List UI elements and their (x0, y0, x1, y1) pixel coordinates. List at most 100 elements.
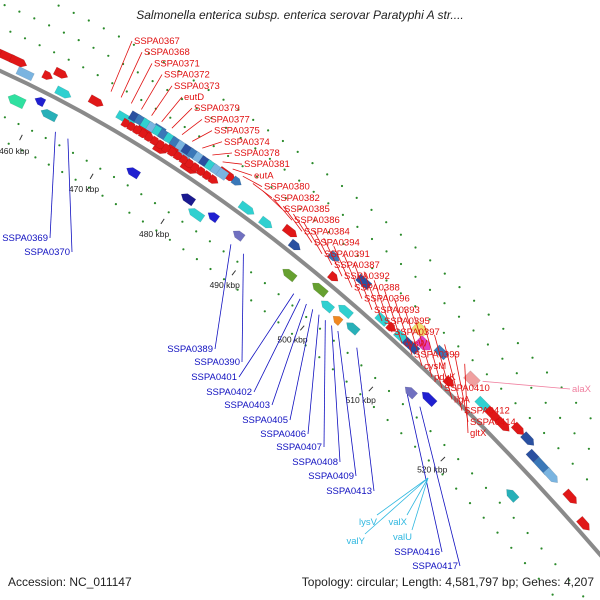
forward-gene[interactable] (287, 238, 303, 253)
reverse-gene[interactable] (280, 266, 298, 283)
forward-gene[interactable] (215, 167, 230, 181)
forward-gene-label[interactable]: SSPA0372 (164, 70, 210, 81)
forward-gene[interactable] (257, 215, 274, 231)
forward-gene-label[interactable]: SSPA0378 (234, 148, 280, 159)
forward-gene-label[interactable]: SSPA0395 (384, 316, 430, 327)
forward-gene[interactable] (237, 200, 257, 218)
forward-gene-label[interactable]: SSPA0371 (154, 58, 200, 69)
forward-gene-label[interactable]: SSPA0374 (224, 137, 270, 148)
forward-gene[interactable] (510, 421, 527, 438)
reverse-gene[interactable] (6, 92, 27, 110)
forward-gene[interactable] (575, 515, 592, 533)
forward-gene[interactable] (230, 175, 244, 188)
forward-gene[interactable] (87, 94, 105, 110)
reverse-gene[interactable] (124, 165, 142, 180)
reverse-gene[interactable] (33, 95, 47, 108)
forward-gene-label[interactable]: gltX (470, 428, 487, 439)
forward-gene-label[interactable]: SSPA0368 (144, 47, 190, 58)
forward-gene[interactable] (374, 311, 390, 328)
forward-gene-label[interactable]: SSPA0375 (214, 126, 260, 137)
reverse-gene-label[interactable]: SSPA0405 (242, 415, 288, 426)
forward-gene-label[interactable]: SSPA0392 (344, 271, 390, 282)
reverse-gene[interactable] (310, 280, 329, 298)
forward-gene-label[interactable]: cysM (424, 361, 446, 372)
forward-gene-label[interactable]: SSPA0384 (304, 226, 350, 237)
forward-gene-label[interactable]: eutD (184, 92, 204, 103)
forward-gene-label[interactable]: pdxK (434, 372, 456, 383)
reverse-gene-label[interactable]: SSPA0417 (412, 561, 458, 572)
forward-gene-label[interactable]: SSPA0387 (334, 260, 380, 271)
forward-gene[interactable] (442, 375, 457, 389)
reverse-gene[interactable] (336, 302, 354, 320)
reverse-gene-label[interactable]: SSPA0416 (394, 547, 440, 558)
reverse-gene[interactable] (39, 107, 59, 123)
forward-gene-label[interactable]: SSPA0382 (274, 193, 320, 204)
forward-gene-label[interactable]: SSPA0393 (374, 305, 420, 316)
forward-gene-label[interactable]: SSPA0391 (324, 249, 370, 260)
reverse-gene-label[interactable]: SSPA0389 (167, 344, 213, 355)
forward-gene[interactable] (433, 344, 450, 361)
forward-gene[interactable] (414, 335, 434, 353)
forward-gene-label[interactable]: SSPA0373 (174, 81, 220, 92)
reverse-gene-label[interactable]: SSPA0401 (191, 372, 237, 383)
forward-gene[interactable] (562, 488, 580, 507)
forward-gene[interactable] (52, 66, 70, 81)
reverse-gene-label[interactable]: SSPA0402 (206, 387, 252, 398)
reverse-gene[interactable] (344, 320, 361, 336)
reverse-gene[interactable] (330, 313, 344, 327)
forward-gene-label[interactable]: SSPA0397 (394, 327, 440, 338)
reverse-gene-label[interactable]: SSPA0369 (2, 233, 48, 244)
reverse-gene-label[interactable]: SSPA0408 (292, 457, 338, 468)
forward-gene-label[interactable]: cysW (404, 338, 427, 349)
reverse-gene[interactable] (231, 228, 246, 242)
reverse-gene-label[interactable]: SSPA0403 (224, 400, 270, 411)
forward-gene-label[interactable]: SSPA0381 (244, 159, 290, 170)
trna-gene-label[interactable]: lysV (359, 517, 378, 528)
reverse-gene[interactable] (319, 298, 336, 314)
forward-gene-label[interactable]: SSPA0385 (284, 204, 330, 215)
forward-gene-label[interactable]: SSPA0388 (354, 282, 400, 293)
forward-gene-label[interactable]: ligA (454, 394, 471, 405)
reverse-gene[interactable] (179, 191, 197, 207)
forward-gene-label[interactable]: SSPA0379 (194, 103, 240, 114)
forward-gene-label[interactable]: SSPA0396 (364, 294, 410, 305)
trna-gene-label[interactable]: valY (347, 536, 366, 547)
trna-gene-label[interactable]: valU (393, 532, 412, 543)
forward-gene[interactable] (8, 54, 29, 69)
reverse-gene[interactable] (186, 205, 206, 223)
reverse-gene-label[interactable]: SSPA0407 (276, 442, 322, 453)
forward-gene[interactable] (326, 270, 340, 284)
forward-gene[interactable] (542, 467, 561, 485)
forward-gene-label[interactable]: SSPA0399 (414, 350, 460, 361)
forward-gene-label[interactable]: SSPA0410 (444, 383, 490, 394)
reverse-gene-label[interactable]: SSPA0370 (24, 247, 70, 258)
reverse-gene-label[interactable]: SSPA0390 (194, 357, 240, 368)
forward-gene[interactable] (41, 69, 55, 82)
forward-gene-label[interactable]: SSPA0380 (264, 182, 310, 193)
trna-gene-label[interactable]: valX (389, 517, 408, 528)
reverse-gene[interactable] (504, 487, 520, 503)
forward-gene-label[interactable]: SSPA0414 (470, 417, 516, 428)
reverse-gene-label[interactable]: SSPA0409 (308, 471, 354, 482)
forward-gene-label[interactable]: eutA (254, 170, 274, 181)
pseudo-gene[interactable] (463, 370, 481, 389)
reverse-gene[interactable] (402, 384, 419, 400)
forward-gene[interactable] (281, 223, 299, 240)
forward-gene-label[interactable]: SSPA0412 (464, 406, 510, 417)
forward-gene[interactable] (494, 416, 512, 434)
reverse-gene-label[interactable]: SSPA0406 (260, 429, 306, 440)
forward-gene-label[interactable]: SSPA0394 (314, 238, 360, 249)
forward-gene[interactable] (54, 85, 73, 101)
forward-gene[interactable] (525, 448, 540, 463)
forward-gene-label[interactable]: SSPA0386 (294, 215, 340, 226)
forward-gene[interactable] (520, 431, 536, 449)
forward-gene[interactable] (15, 66, 35, 82)
pseudo-gene-label[interactable]: alaX (572, 384, 592, 395)
forward-gene-label[interactable]: SSPA0377 (204, 114, 250, 125)
forward-gene-label[interactable]: SSPA0367 (134, 36, 180, 47)
reverse-gene[interactable] (419, 389, 438, 408)
forward-gene[interactable] (207, 173, 221, 186)
reverse-gene[interactable] (206, 210, 221, 224)
reverse-gene-label[interactable]: SSPA0413 (326, 486, 372, 497)
